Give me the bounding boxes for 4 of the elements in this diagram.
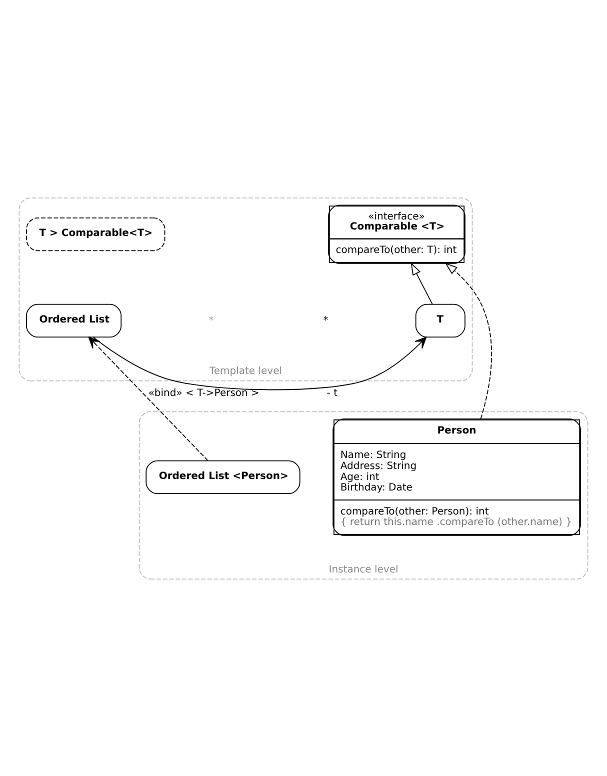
label: * [323,314,328,326]
edge-label: - t [326,388,338,399]
label: * [208,314,214,326]
edge-label: «bind» < T->Person > [148,388,260,399]
